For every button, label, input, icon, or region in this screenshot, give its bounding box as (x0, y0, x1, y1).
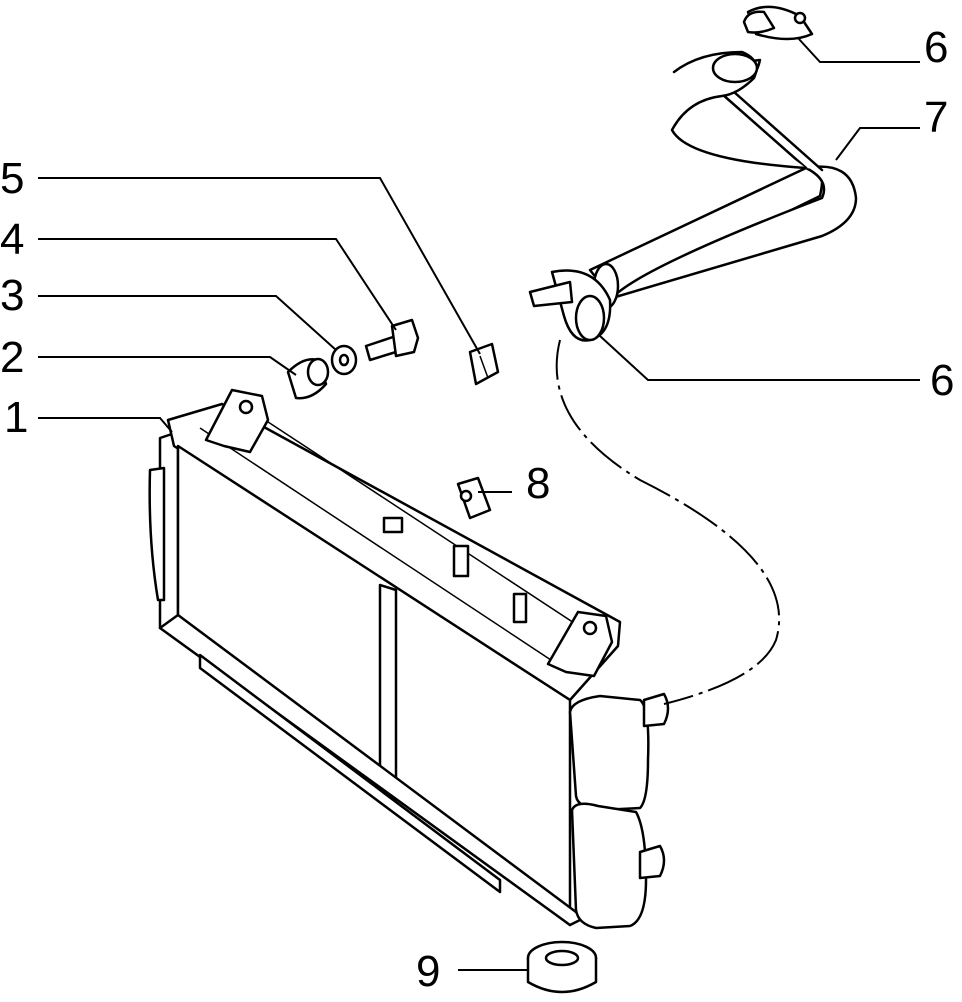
callout-3: 3 (0, 271, 24, 320)
callout-6-upper: 6 (924, 23, 948, 72)
callout-1: 1 (4, 393, 28, 442)
callout-5: 5 (0, 154, 24, 203)
rubber-bush (286, 357, 330, 400)
clip-nut (456, 476, 492, 520)
bolt (364, 318, 420, 362)
clip (468, 342, 500, 386)
washer (330, 344, 358, 376)
hose-clamp-upper (742, 5, 814, 41)
leader-lines (38, 37, 920, 971)
radiator (148, 388, 670, 930)
grommet (526, 940, 598, 994)
callout-6-lower: 6 (930, 356, 954, 405)
hose-clamp-lower (528, 269, 612, 342)
callout-8: 8 (526, 459, 550, 508)
coolant-hose (588, 50, 858, 310)
callout-2: 2 (0, 333, 24, 382)
connection-line (555, 339, 781, 705)
callout-7: 7 (924, 93, 948, 142)
callout-9: 9 (416, 947, 440, 996)
callout-4: 4 (0, 215, 24, 264)
